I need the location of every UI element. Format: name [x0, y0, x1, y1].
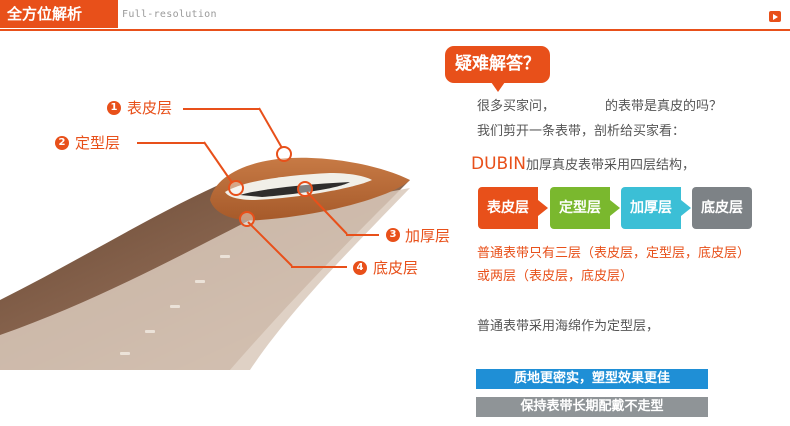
question-line-1: 很多买家问，的表带是真皮的吗？: [477, 99, 723, 114]
callout-line-2: [137, 142, 204, 144]
play-icon[interactable]: [769, 11, 781, 22]
callout-marker-1: [276, 146, 292, 162]
callout-marker-2: [228, 180, 244, 196]
layer-tag-2: 定型层: [550, 187, 620, 229]
layer-tag-3: 加厚层: [621, 187, 691, 229]
faq-bubble: 疑难解答？: [445, 46, 550, 92]
callout-connector-1: [258, 107, 283, 149]
callout-connector-4: [247, 221, 293, 267]
strap-cross-section-image: [0, 157, 410, 370]
callout-label-2: 定型层: [75, 134, 121, 152]
header-divider: [0, 29, 790, 31]
normal-strap-note-1: 普通表带只有三层（表皮层，定型层，底皮层）: [477, 246, 751, 261]
section-title: 全方位解析: [0, 0, 118, 28]
section-subtitle: Full-resolution: [122, 9, 217, 20]
normal-strap-note-2: 或两层（表皮层，底皮层）: [477, 269, 634, 284]
callout-connector-3: [306, 191, 348, 235]
brand-name: DUBIN: [471, 154, 526, 174]
callout-marker-4: [239, 211, 255, 227]
callout-label-1: 表皮层: [127, 99, 173, 117]
callout-number-3: 3: [386, 228, 400, 242]
structure-line: DUBIN加厚真皮表带采用四层结构，: [471, 154, 695, 174]
callout-line-1: [183, 108, 260, 110]
callout-connector-2: [203, 141, 234, 185]
layer-tag-1: 表皮层: [478, 187, 548, 229]
sponge-note: 普通表带采用海绵作为定型层，: [477, 319, 660, 334]
callout-label-3: 加厚层: [405, 227, 451, 245]
callout-label-4: 底皮层: [373, 259, 419, 277]
feature-bar-2: 保持表带长期配戴不走型: [476, 397, 708, 417]
feature-bar-1: 质地更密实，塑型效果更佳: [476, 369, 708, 389]
callout-number-1: 1: [107, 101, 121, 115]
callout-number-2: 2: [55, 136, 69, 150]
callout-line-4: [291, 266, 347, 268]
callout-number-4: 4: [353, 261, 367, 275]
question-line-2: 我们剪开一条表带，剖析给买家看：: [477, 124, 686, 139]
layer-tag-4: 底皮层: [692, 187, 752, 229]
callout-line-3: [346, 234, 379, 236]
